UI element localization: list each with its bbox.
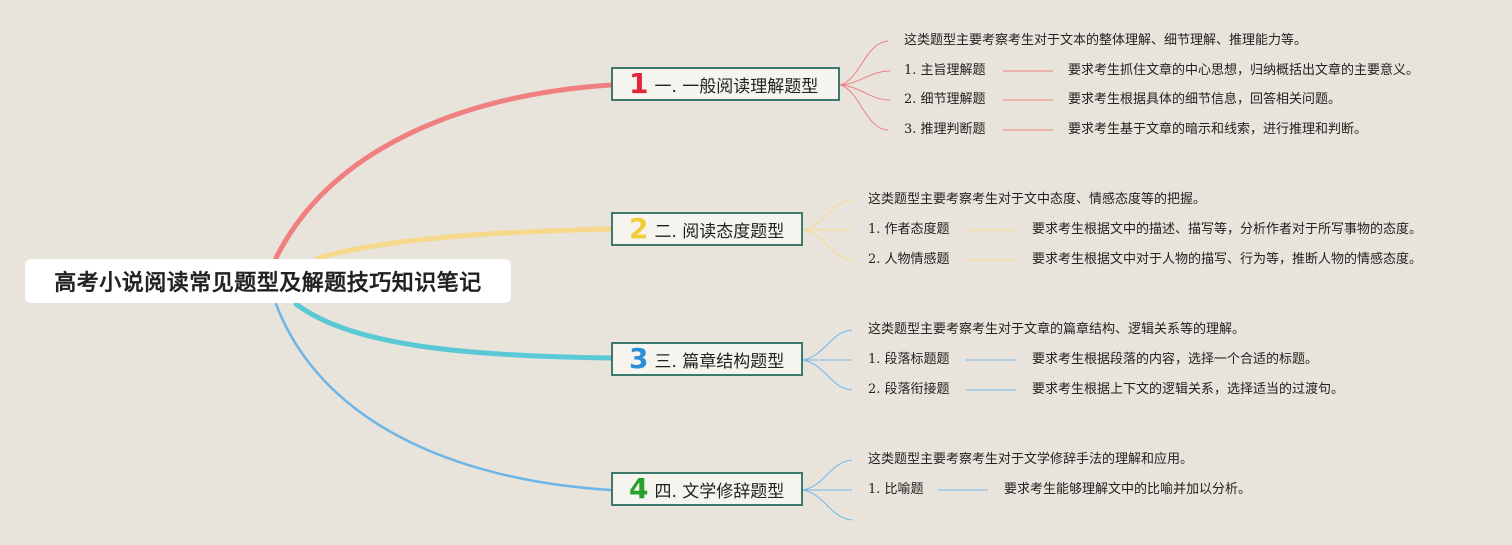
branch-2-item-2-name[interactable]: 2. 人物情感题 <box>868 252 950 267</box>
fan-b2-item-2 <box>802 229 853 261</box>
branch-1-summary[interactable]: 这类题型主要考察考生对于文本的整体理解、细节理解、推理能力等。 <box>904 33 1308 48</box>
fan-b4-empty <box>802 489 853 521</box>
branch-4-number: 4 <box>629 472 649 505</box>
branch-2-item-1-desc[interactable]: 要求考生根据文中的描述、描写等，分析作者对于所写事物的态度。 <box>1032 222 1423 237</box>
fan-b1-summary <box>839 40 889 86</box>
branch-4-item-1-desc[interactable]: 要求考生能够理解文中的比喻并加以分析。 <box>1004 482 1252 497</box>
fan-b1-item-1 <box>839 70 891 86</box>
connector-root-branch-4 <box>274 302 613 492</box>
branch-1-item-3-name[interactable]: 3. 推理判断题 <box>904 122 986 137</box>
branch-1-item-3-desc[interactable]: 要求考生基于文章的暗示和线索，进行推理和判断。 <box>1068 122 1368 137</box>
branch-3-number: 3 <box>629 342 649 375</box>
branch-1-item-1-desc[interactable]: 要求考生抓住文章的中心思想，归纳概括出文章的主要意义。 <box>1068 63 1420 78</box>
branch-2-item-1-name[interactable]: 1. 作者态度题 <box>868 222 950 237</box>
branch-3-node[interactable]: 3 三. 篇章结构题型 <box>611 342 803 376</box>
fan-b3-item-2 <box>802 359 853 391</box>
branch-4-summary[interactable]: 这类题型主要考察考生对于文学修辞手法的理解和应用。 <box>868 452 1194 467</box>
root-title: 高考小说阅读常见题型及解题技巧知识笔记 <box>54 271 482 296</box>
fan-b1-item-3 <box>839 84 889 131</box>
root-topic[interactable]: 高考小说阅读常见题型及解题技巧知识笔记 <box>25 259 511 303</box>
branch-3-item-2-name[interactable]: 2. 段落衔接题 <box>868 382 950 397</box>
branch-2-item-2-desc[interactable]: 要求考生根据文中对于人物的描写、行为等，推断人物的情感态度。 <box>1032 252 1423 267</box>
connector-root-branch-1 <box>273 82 614 261</box>
branch-4-node[interactable]: 4 四. 文学修辞题型 <box>611 472 803 506</box>
branch-3-item-1-name[interactable]: 1. 段落标题题 <box>868 352 950 367</box>
fan-b2-summary <box>802 199 853 231</box>
branch-4-item-1-name[interactable]: 1. 比喻题 <box>868 482 924 497</box>
branch-2-label: 二. 阅读态度题型 <box>654 221 785 242</box>
branch-1-item-2-name[interactable]: 2. 细节理解题 <box>904 92 986 107</box>
fan-b4-summary <box>802 459 853 491</box>
branch-3-label: 三. 篇章结构题型 <box>654 351 785 372</box>
branch-3-item-1-desc[interactable]: 要求考生根据段落的内容，选择一个合适的标题。 <box>1032 352 1319 367</box>
fan-b1-item-2 <box>839 84 891 101</box>
fan-b3-summary <box>802 329 853 361</box>
connector-root-branch-3 <box>293 301 614 361</box>
branch-2-number: 2 <box>629 212 649 245</box>
branch-4-label: 四. 文学修辞题型 <box>654 481 785 502</box>
connector-root-branch-2 <box>315 226 614 261</box>
branch-1-node[interactable]: 1 一. 一般阅读理解题型 <box>611 67 840 101</box>
branch-3-item-2-desc[interactable]: 要求考生根据上下文的逻辑关系，选择适当的过渡句。 <box>1032 382 1345 397</box>
branch-1-item-1-name[interactable]: 1. 主旨理解题 <box>904 63 986 78</box>
branch-2-node[interactable]: 2 二. 阅读态度题型 <box>611 212 803 246</box>
branch-1-label: 一. 一般阅读理解题型 <box>654 76 819 97</box>
branch-1-number: 1 <box>629 67 649 100</box>
branch-2-summary[interactable]: 这类题型主要考察考生对于文中态度、情感态度等的把握。 <box>868 192 1207 207</box>
branch-3-summary[interactable]: 这类题型主要考察考生对于文章的篇章结构、逻辑关系等的理解。 <box>868 322 1246 337</box>
branch-1-item-2-desc[interactable]: 要求考生根据具体的细节信息，回答相关问题。 <box>1068 92 1342 107</box>
